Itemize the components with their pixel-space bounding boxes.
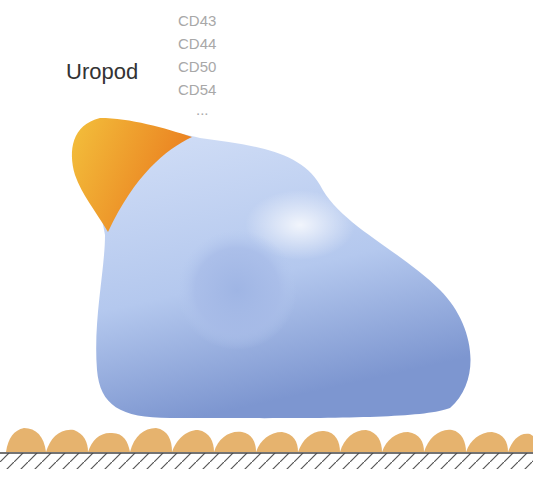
ellipsis-label: ... — [196, 101, 209, 118]
part-label: Uropod — [66, 59, 138, 85]
marker-label: CD50 — [178, 58, 216, 75]
marker-label: CD44 — [178, 35, 216, 52]
marker-label: CD43 — [178, 12, 216, 29]
marker-label: CD54 — [178, 81, 216, 98]
